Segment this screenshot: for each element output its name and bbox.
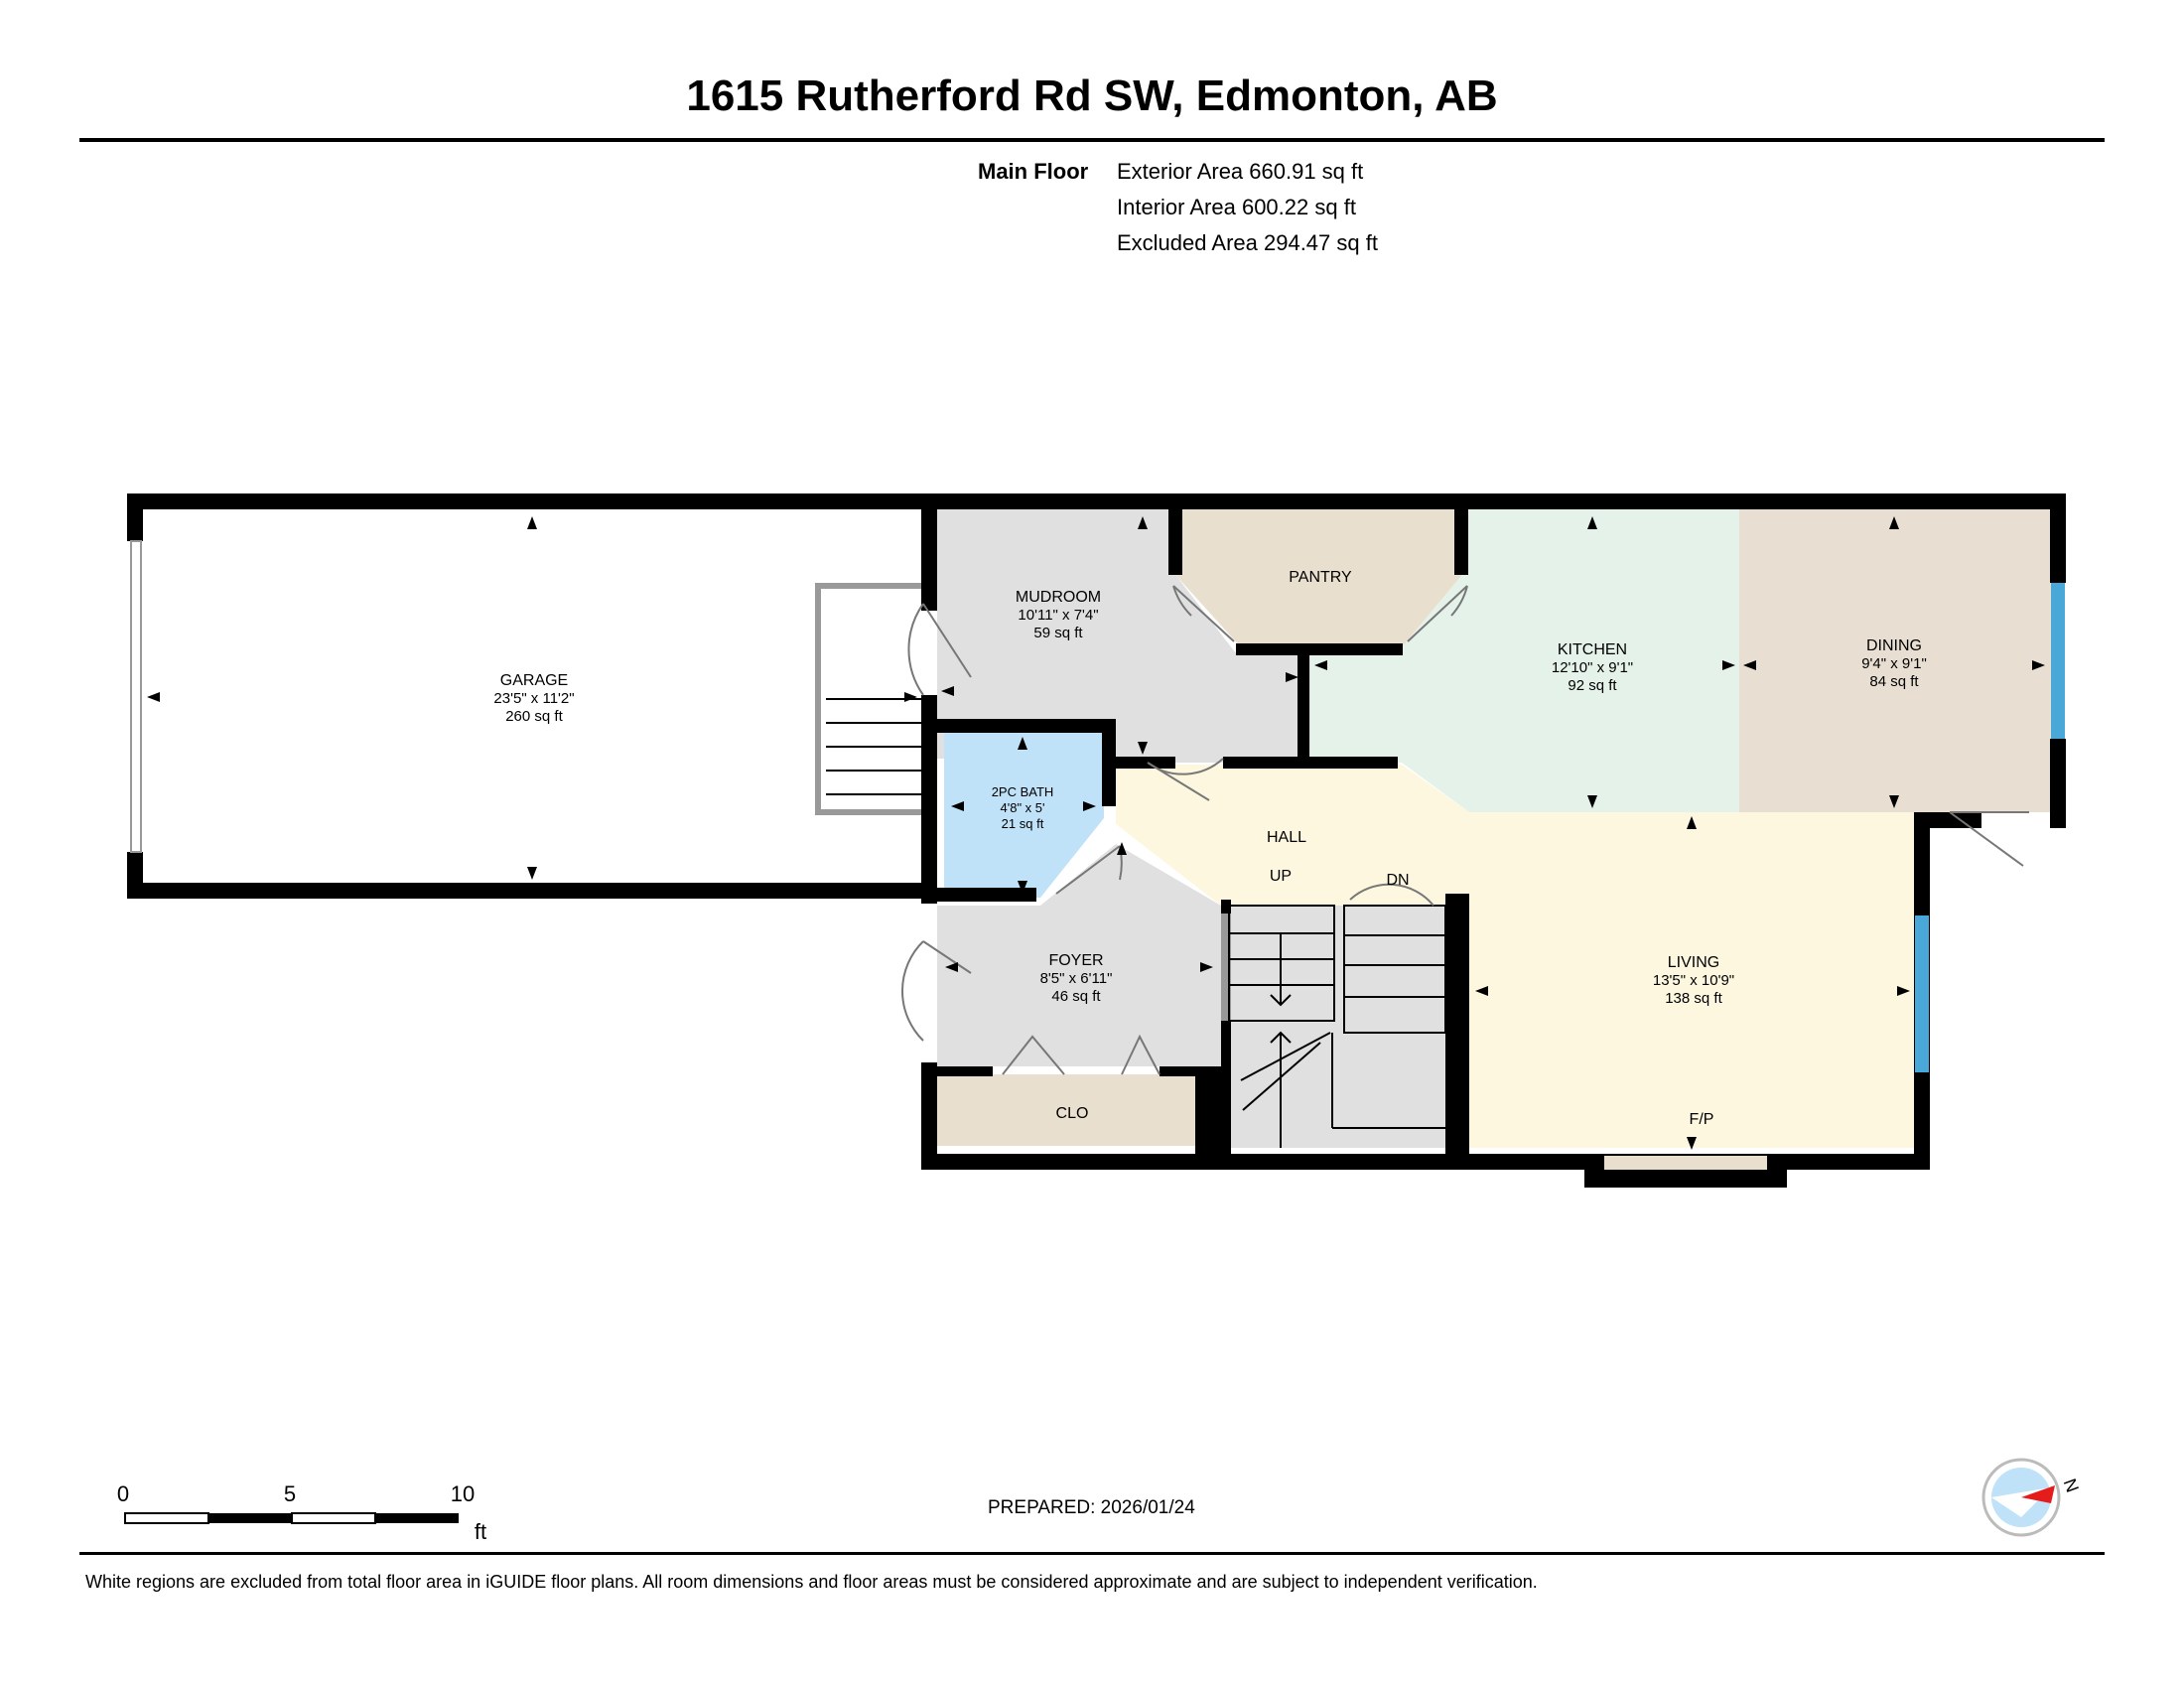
kitchen-name: KITCHEN (1558, 641, 1627, 658)
bath-area: 21 sq ft (1002, 816, 1044, 831)
fireplace-label: F/P (1690, 1111, 1714, 1128)
plan-title: 1615 Rutherford Rd SW, Edmonton, AB (686, 71, 1498, 120)
scale-seg-1 (124, 1512, 209, 1524)
foyer-name: FOYER (1048, 952, 1103, 969)
bath-fill (944, 731, 1104, 898)
dining-name: DINING (1866, 637, 1922, 654)
mudroom-area: 59 sq ft (1033, 625, 1083, 641)
scale-tick-5: 5 (284, 1481, 296, 1506)
disclaimer: White regions are excluded from total fl… (85, 1572, 1538, 1592)
foyer-dims: 8'5" x 6'11" (1040, 970, 1113, 987)
footer-divider (79, 1552, 2105, 1555)
garage-area: 260 sq ft (505, 708, 563, 725)
kitchen-fill (1310, 508, 1739, 812)
living-dims: 13'5" x 10'9" (1653, 972, 1734, 989)
room-labels: GARAGE 23'5" x 11'2" 260 sq ft MUDROOM 1… (493, 569, 1926, 1128)
scale-seg-2 (208, 1513, 292, 1523)
interior-area: Interior Area 600.22 sq ft (1117, 195, 1356, 219)
garage-dims: 23'5" x 11'2" (493, 690, 574, 707)
excluded-area: Excluded Area 294.47 sq ft (1117, 230, 1378, 255)
scale-unit: ft (475, 1519, 486, 1544)
clo-fill (937, 1074, 1195, 1146)
bath-dims: 4'8" x 5' (1001, 800, 1045, 815)
floor-label: Main Floor (978, 159, 1089, 184)
dining-area: 84 sq ft (1869, 673, 1919, 690)
foyer-fill (937, 844, 1221, 1066)
dining-window (2051, 583, 2065, 739)
garage-name: GARAGE (500, 672, 568, 689)
room-fills (937, 508, 2053, 1148)
hall-fill (1116, 765, 1926, 1148)
kitchen-area: 92 sq ft (1568, 677, 1617, 694)
dn-label: DN (1386, 872, 1409, 889)
exterior-area: Exterior Area 660.91 sq ft (1117, 159, 1364, 184)
floor-area-values: Exterior Area 660.91 sq ft Interior Area… (1117, 154, 1378, 261)
up-label: UP (1270, 868, 1292, 885)
scale-tick-10: 10 (451, 1481, 475, 1506)
living-name: LIVING (1668, 954, 1719, 971)
title-divider (79, 138, 2105, 142)
clo-name: CLO (1056, 1105, 1089, 1122)
scale-seg-3 (291, 1512, 376, 1524)
living-window (1915, 915, 1929, 1072)
compass-north-label: N (2060, 1477, 2079, 1495)
walls (127, 493, 2066, 1188)
pantry-name: PANTRY (1289, 569, 1352, 586)
mudroom-fill (937, 508, 1310, 763)
bath-name: 2PC BATH (992, 784, 1054, 799)
garage-steps (815, 583, 921, 815)
fireplace (1604, 1156, 1767, 1170)
dining-dims: 9'4" x 9'1" (1861, 655, 1927, 672)
stairs-fill (1229, 906, 1449, 1148)
kitchen-dims: 12'10" x 9'1" (1552, 659, 1633, 676)
compass-icon: N (1981, 1458, 2079, 1537)
prepared-date: PREPARED: 2026/01/24 (988, 1497, 1195, 1518)
interior-stairs (1228, 905, 1446, 1148)
living-area: 138 sq ft (1665, 990, 1722, 1007)
scale-tick-0: 0 (117, 1481, 129, 1506)
rail (1221, 914, 1231, 1021)
garage-door (130, 540, 142, 853)
doors (900, 585, 2029, 1075)
scale-seg-4 (375, 1513, 459, 1523)
dimension-arrows (147, 516, 2045, 1150)
windows (130, 540, 2065, 1170)
pantry-fill (1176, 508, 1461, 647)
dining-fill (1739, 508, 2053, 812)
scale-bar: 0 5 10 ft (117, 1481, 486, 1544)
mudroom-name: MUDROOM (1016, 589, 1101, 606)
foyer-area: 46 sq ft (1051, 988, 1101, 1005)
mudroom-dims: 10'11" x 7'4" (1018, 607, 1098, 624)
hall-name: HALL (1267, 829, 1306, 846)
